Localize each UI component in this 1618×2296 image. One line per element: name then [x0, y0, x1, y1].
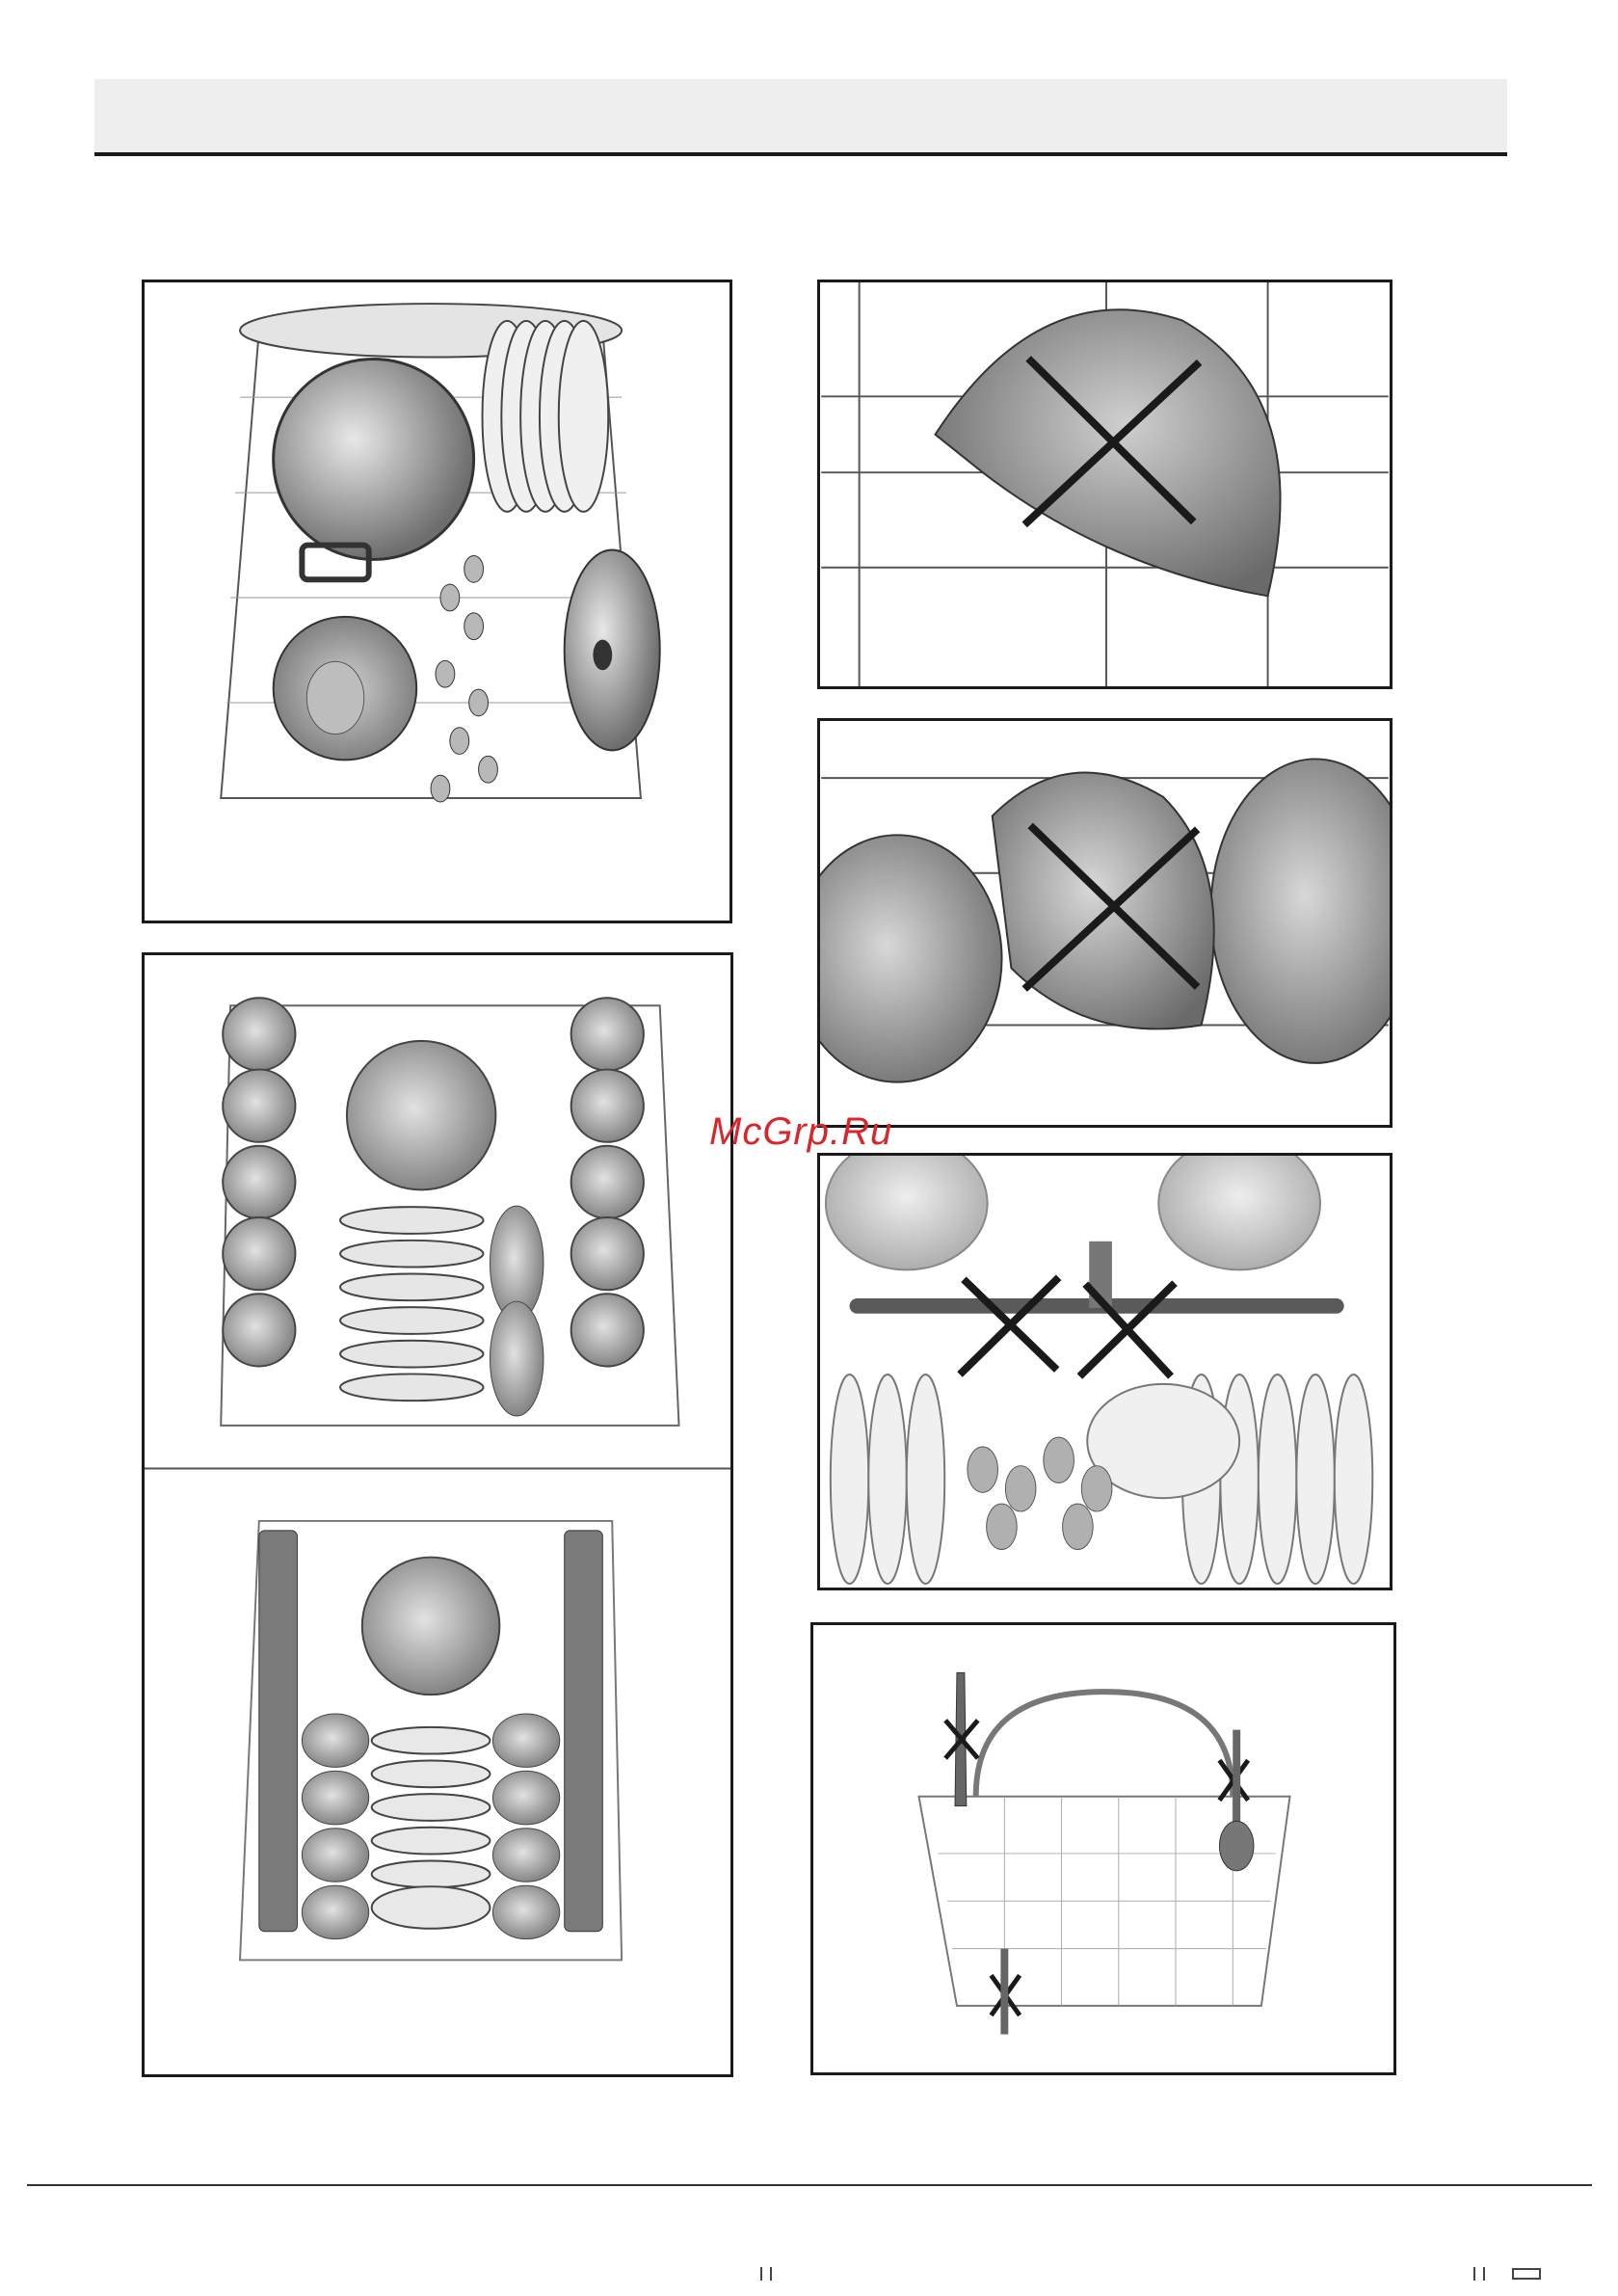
cross-mark-icon	[945, 1721, 1248, 2016]
figure-lower-basket-pots	[142, 280, 732, 923]
figure-upper-basket	[142, 952, 733, 2077]
figure-wrong-bowl-2	[817, 718, 1393, 1128]
cross-mark-icon	[960, 1277, 1175, 1376]
figure-cutlery-basket-wrong	[810, 1622, 1396, 2075]
footer-rule	[27, 2184, 1592, 2186]
footer-marks	[0, 2263, 1618, 2283]
figure-wrong-bowl-1	[817, 280, 1393, 689]
upper-basket-icon	[145, 955, 730, 2074]
figure-spray-arm-blocked	[817, 1153, 1393, 1590]
lower-basket-icon	[145, 282, 729, 921]
header-band	[94, 79, 1507, 156]
watermark-text: McGrp.Ru	[709, 1110, 892, 1154]
